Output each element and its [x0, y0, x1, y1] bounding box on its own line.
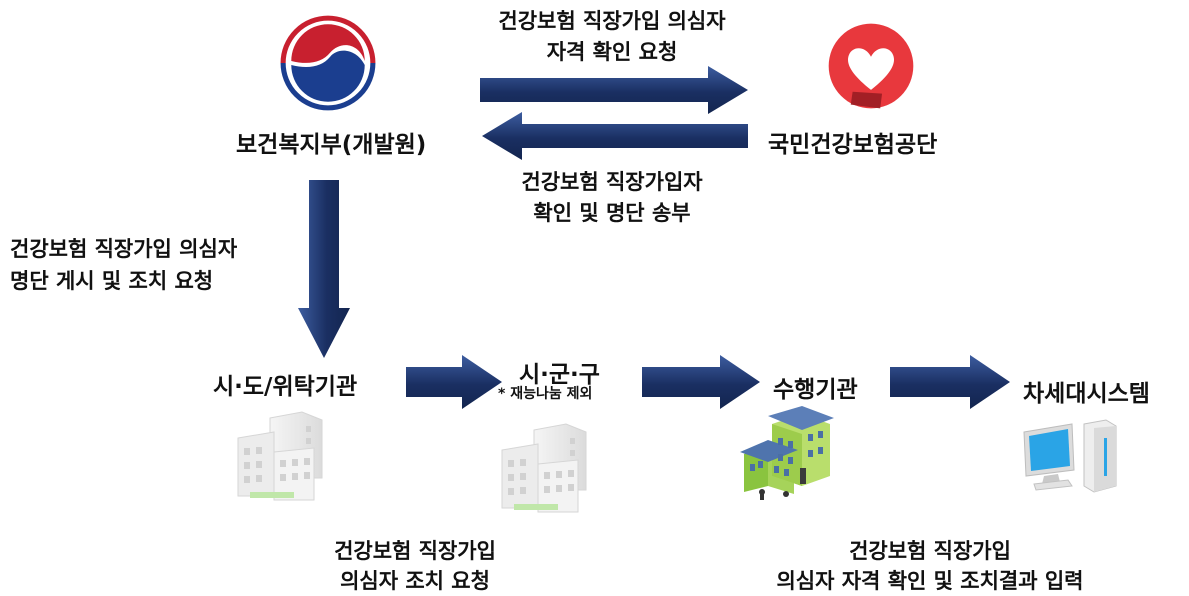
ministry-emblem-icon [279, 14, 377, 112]
request-line-2: 자격 확인 요청 [546, 40, 678, 64]
reply-line-1: 건강보험 직장가입자 [521, 170, 703, 194]
reply-from-nhis-text: 건강보험 직장가입자 확인 및 명단 송부 [462, 167, 762, 229]
caption-buildings-line-1: 건강보험 직장가입 [334, 539, 496, 563]
office-building-icon [237, 411, 323, 501]
arrow-down [298, 180, 350, 358]
office-building-icon [501, 423, 587, 513]
ministry-label: 보건복지부(개발원) [236, 132, 427, 158]
provincial-label: 시·도/위탁기관 [213, 374, 358, 400]
request-line-1: 건강보험 직장가입 의심자 [498, 9, 726, 33]
down-request-text: 건강보험 직장가입 의심자 명단 게시 및 조치 요청 [10, 233, 237, 297]
caption-under-buildings: 건강보험 직장가입 의심자 조치 요청 [295, 536, 535, 596]
arrow-from-nhis [482, 112, 748, 160]
down-line-2: 명단 게시 및 조치 요청 [10, 269, 214, 293]
local-note: * 재능나눔 제외 [498, 386, 593, 402]
arrow-local-to-agency [642, 355, 760, 409]
school-building-icon [740, 406, 834, 500]
nhis-logo-icon [828, 23, 914, 109]
caption-buildings-line-2: 의심자 조치 요청 [340, 569, 490, 593]
caption-under-agency: 건강보험 직장가입 의심자 자격 확인 및 조치결과 입력 [720, 536, 1140, 596]
arrow-provincial-to-local [406, 355, 502, 409]
arrow-to-nhis [480, 66, 748, 114]
local-label: 시·군·구 [519, 362, 600, 388]
agency-label: 수행기관 [773, 377, 858, 403]
computer-icon [1023, 419, 1117, 493]
reply-line-2: 확인 및 명단 송부 [533, 201, 691, 225]
down-line-1: 건강보험 직장가입 의심자 [10, 237, 238, 261]
arrow-agency-to-nextgen [890, 355, 1010, 409]
request-to-nhis-text: 건강보험 직장가입 의심자 자격 확인 요청 [462, 6, 762, 68]
nextgen-label: 차세대시스템 [1023, 381, 1150, 407]
caption-agency-line-1: 건강보험 직장가입 [849, 539, 1011, 563]
nhis-label: 국민건강보험공단 [768, 132, 938, 158]
caption-agency-line-2: 의심자 자격 확인 및 조치결과 입력 [776, 569, 1084, 593]
